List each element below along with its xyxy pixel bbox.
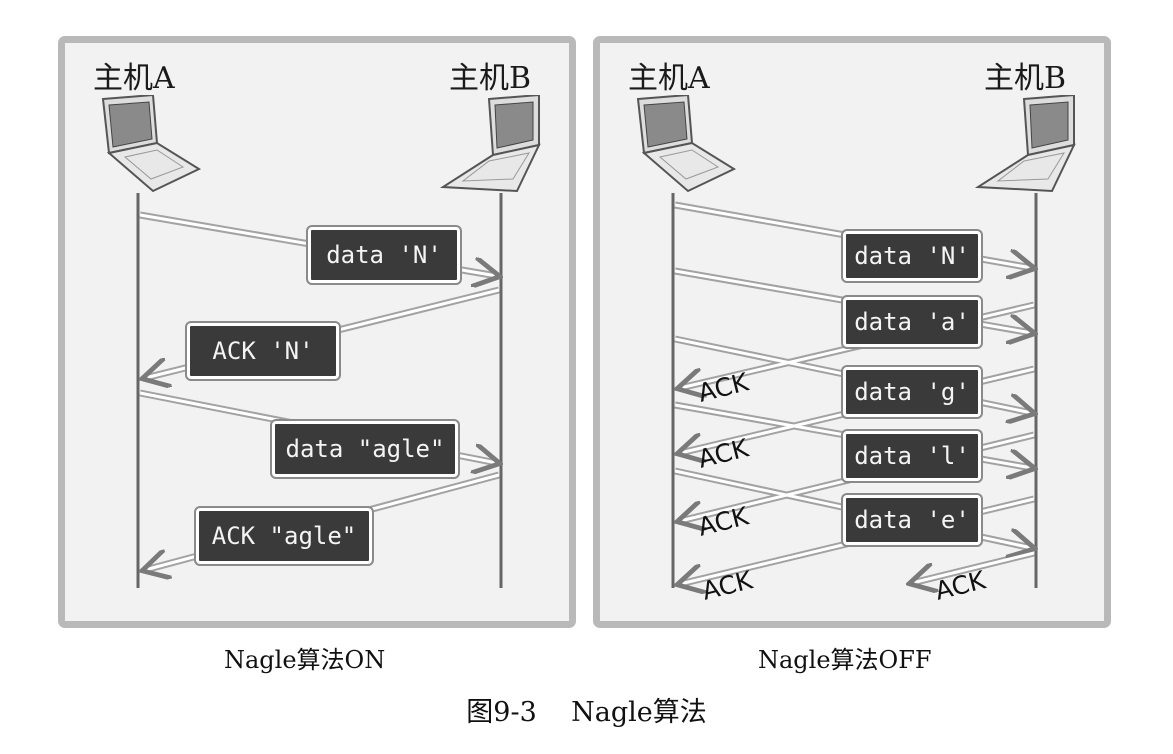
host-b-laptop-icon [439, 95, 541, 193]
panel-caption-on: Nagle算法ON [224, 646, 386, 674]
message-data-g: data 'g' [841, 365, 983, 419]
message-ack-agle: ACK "agle" [194, 506, 374, 566]
host-b-laptop-icon [974, 95, 1076, 193]
host-a-laptop-icon [636, 95, 737, 193]
host-b-label: 主机B [984, 61, 1067, 96]
message-data-agle: data "agle" [270, 419, 460, 479]
message-ack-n: ACK 'N' [185, 321, 341, 381]
host-b-label: 主机B [449, 61, 532, 96]
host-a-label: 主机A [628, 61, 710, 96]
message-data-n: data 'N' [841, 229, 983, 283]
panel-caption-off: Nagle算法OFF [758, 646, 932, 674]
host-a-label: 主机A [93, 61, 175, 96]
nagle-on-panel: 主机A 主机B data 'N' ACK 'N' data "agle" ACK… [58, 36, 576, 628]
message-data-e: data 'e' [841, 493, 983, 547]
host-a-laptop-icon [101, 95, 202, 193]
figure-caption: 图9-3 Nagle算法 [466, 697, 707, 728]
nagle-off-panel: 主机A 主机B data 'N' data 'a' data 'g' data … [593, 36, 1111, 628]
message-data-l: data 'l' [841, 429, 983, 483]
message-data-n: data 'N' [306, 225, 462, 285]
message-data-a: data 'a' [841, 295, 983, 349]
